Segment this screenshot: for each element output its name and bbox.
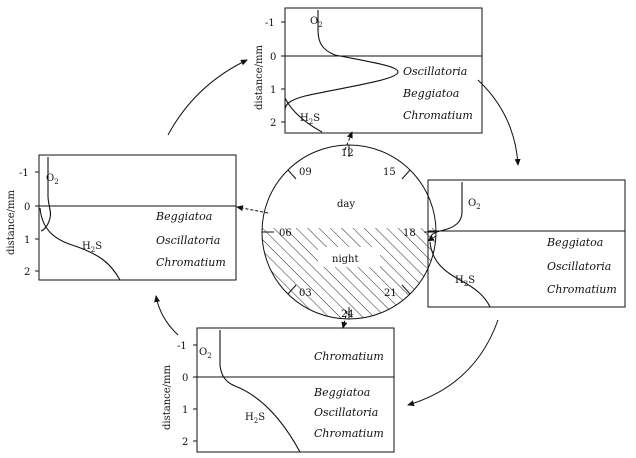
right-h2s-label: H2S	[455, 275, 475, 288]
bottom-tick-neg1: -1	[177, 341, 187, 352]
panel-right-frame	[427, 179, 626, 308]
hour-06: 06	[279, 228, 292, 239]
panel-bottom-frame	[196, 327, 395, 453]
hour-15: 15	[383, 167, 396, 178]
panel-bottom: -1 0 1 2 distance/mm O2 H2S Chromatium B…	[162, 327, 395, 453]
left-tick-1: 1	[24, 235, 30, 246]
night-label-bg	[318, 247, 380, 267]
left-o2-label: O2	[46, 173, 59, 186]
clock-connectors	[236, 131, 437, 329]
connector-top	[344, 131, 353, 151]
right-o2-label: O2	[468, 198, 481, 211]
bottom-ylabel: distance/mm	[162, 364, 173, 430]
top-ylabel: distance/mm	[254, 44, 265, 110]
top-tick-2: 2	[270, 118, 276, 129]
top-tick-neg1: -1	[265, 18, 275, 29]
day-label: day	[337, 199, 355, 210]
arrow-right-to-bottom	[407, 319, 499, 407]
connector-right	[427, 235, 437, 242]
right-organism-1: Beggiatoa	[546, 236, 603, 249]
bottom-tick-0: 0	[182, 373, 188, 384]
cycle-arrows	[154, 59, 521, 407]
hour-03: 03	[299, 288, 312, 299]
top-h2s-curve	[284, 97, 323, 133]
top-tick-1: 1	[270, 85, 276, 96]
right-organism-3: Chromatium	[547, 283, 617, 296]
right-h2s-curve	[429, 241, 491, 308]
panel-top: -1 0 1 2 distance/mm O2 H2S Oscillatoria…	[254, 7, 483, 134]
left-tick-2: 2	[24, 267, 30, 278]
night-hatch	[262, 228, 436, 318]
top-organism-3: Chromatium	[403, 109, 473, 122]
left-ylabel: distance/mm	[6, 189, 17, 255]
bottom-organism-2: Oscillatoria	[314, 406, 378, 419]
right-organism-2: Oscillatoria	[547, 260, 611, 273]
hour-12: 12	[341, 148, 354, 159]
left-organism-3: Chromatium	[156, 256, 226, 269]
left-h2s-curve	[39, 207, 121, 281]
top-organism-1: Oscillatoria	[403, 65, 467, 78]
hour-21: 21	[384, 288, 397, 299]
bottom-h2s-label: H2S	[245, 412, 265, 425]
tick-15	[401, 169, 411, 180]
tick-21	[401, 284, 411, 295]
left-tick-0: 0	[24, 202, 30, 213]
hour-18: 18	[403, 228, 416, 239]
top-h2s-label: H2S	[300, 113, 320, 126]
connector-bottom	[341, 310, 348, 329]
night-label: night	[332, 254, 359, 265]
hour-24: 24	[341, 309, 354, 320]
bottom-tick-2: 2	[182, 437, 188, 448]
bottom-h2s-curve	[219, 330, 301, 453]
right-o2-curve	[429, 182, 463, 241]
connector-left	[236, 205, 269, 214]
left-o2-curve	[40, 157, 52, 232]
hour-09: 09	[299, 167, 312, 178]
left-tick-neg1: -1	[19, 168, 29, 179]
bottom-o2-label: O2	[199, 347, 212, 360]
clock: 12 15 18 21 24 03 06 09 day night	[261, 144, 437, 320]
arrow-left-to-top	[167, 59, 248, 136]
left-h2s-label: H2S	[82, 241, 102, 254]
top-tick-0: 0	[270, 52, 276, 63]
left-organism-2: Oscillatoria	[156, 234, 220, 247]
arrow-top-to-right	[477, 79, 521, 166]
panel-left: -1 0 1 2 distance/mm O2 H2S Beggiatoa Os…	[6, 154, 237, 281]
panel-left-frame	[38, 154, 237, 281]
top-organism-2: Beggiatoa	[402, 87, 459, 100]
bottom-organism-3: Chromatium	[314, 427, 384, 440]
tick-09	[287, 169, 297, 180]
top-o2-curve	[284, 10, 399, 111]
left-organism-1: Beggiatoa	[155, 210, 212, 223]
bottom-organism-1: Beggiatoa	[313, 386, 370, 399]
bottom-organism-upper-1: Chromatium	[314, 350, 384, 363]
bottom-tick-1: 1	[182, 405, 188, 416]
panel-right: O2 H2S Beggiatoa Oscillatoria Chromatium	[427, 179, 626, 308]
top-o2-label: O2	[310, 16, 323, 29]
arrow-bottom-to-left	[154, 295, 179, 336]
tick-03	[287, 284, 297, 295]
panel-top-frame	[284, 7, 483, 134]
